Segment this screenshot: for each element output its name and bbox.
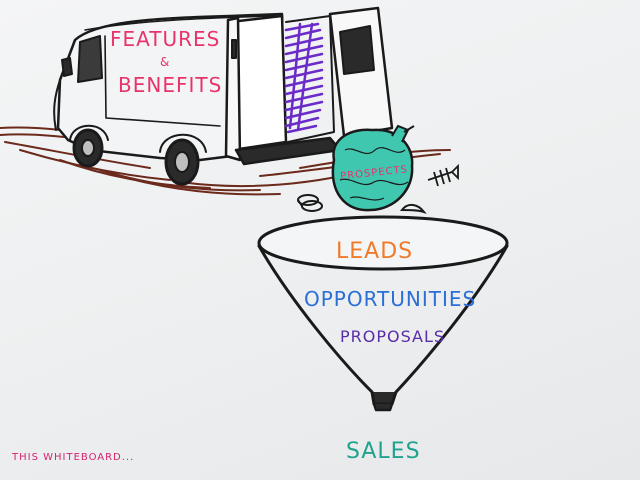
sales-funnel <box>257 215 509 412</box>
debris-fishbone <box>427 163 459 187</box>
debris-banana <box>399 204 427 214</box>
van-interior-purple <box>284 22 324 134</box>
van-text-benefits: BENEFITS <box>118 73 222 97</box>
van-drawing <box>53 6 394 186</box>
funnel-leads: LEADS <box>336 239 413 264</box>
funnel-opportunities: OPPORTUNITIES <box>304 287 476 311</box>
funnel-output-sales: SALES <box>346 439 421 464</box>
van-text-ampersand: & <box>160 55 170 69</box>
corner-note: THIS WHITEBOARD... <box>11 452 134 463</box>
ground-scribble <box>0 126 451 196</box>
van-text-features: FEATURES <box>110 27 220 51</box>
prospects-bag <box>331 124 415 212</box>
funnel-proposals: PROPOSALS <box>340 327 445 346</box>
debris-can <box>297 194 323 212</box>
